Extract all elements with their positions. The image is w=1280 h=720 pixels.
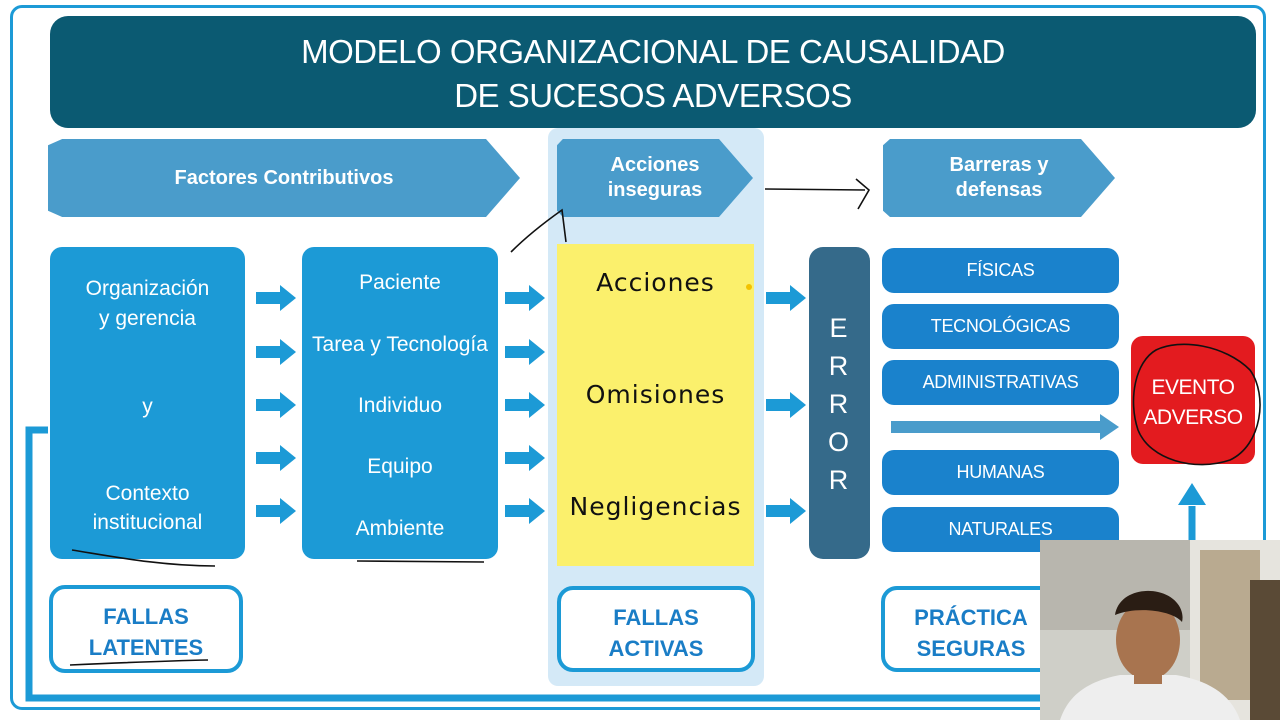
barrier-administrativas: ADMINISTRATIVAS	[882, 360, 1119, 405]
fallas-latentes-line1: FALLAS	[103, 604, 189, 629]
barrier-label: TECNOLÓGICAS	[930, 316, 1071, 336]
arrow-right-icon	[505, 498, 545, 524]
arrow-right-icon	[766, 285, 806, 311]
header-acciones-line2: inseguras	[607, 179, 703, 201]
header-acciones-inseguras: Acciones inseguras	[557, 139, 753, 217]
error-letter: R	[828, 389, 851, 419]
fallas-activas-label: FALLAS ACTIVAS	[557, 586, 755, 672]
arrow-right-icon	[256, 392, 296, 418]
outer-frame	[10, 5, 1266, 710]
page-title: MODELO ORGANIZACIONAL DE CAUSALIDAD DE S…	[50, 16, 1256, 128]
barrier-label: HUMANAS	[956, 462, 1045, 482]
feedback-loop-line	[25, 426, 1196, 702]
fallas-latentes-line2: LATENTES	[88, 635, 204, 660]
evento-line1: EVENTO	[1151, 376, 1235, 399]
barrier-fisicas: FÍSICAS	[882, 248, 1119, 293]
arrow-right-icon	[256, 445, 296, 471]
fallas-activas-line1: FALLAS	[613, 605, 699, 630]
header-barreras-line1: Barreras y	[949, 154, 1049, 176]
error-letter: O	[827, 427, 851, 457]
fallas-activas-line2: ACTIVAS	[608, 636, 704, 661]
error-letter: R	[828, 465, 851, 495]
barrier-label: ADMINISTRATIVAS	[922, 372, 1079, 392]
acciones-box: Acciones Omisiones Negligencias	[557, 244, 754, 566]
organizacion-line2: y gerencia	[99, 307, 196, 330]
practicas-line2: SEGURAS	[916, 636, 1026, 661]
header-acciones-line1: Acciones	[610, 154, 700, 176]
organizacion-line5: institucional	[92, 511, 203, 534]
arrow-right-icon	[505, 285, 545, 311]
error-letter: R	[828, 351, 851, 381]
webcam-overlay	[1040, 540, 1280, 720]
arrow-right-icon	[766, 392, 806, 418]
factor-item: Ambiente	[355, 517, 445, 540]
arrow-right-icon	[256, 498, 296, 524]
arrow-right-icon	[505, 339, 545, 365]
organizacion-box: Organización y gerencia y Contexto insti…	[50, 247, 245, 559]
barrier-label: NATURALES	[948, 519, 1053, 539]
accion-item: Omisiones	[585, 380, 726, 409]
evento-adverso-box: EVENTO ADVERSO	[1131, 336, 1255, 464]
accion-item: Acciones	[596, 268, 715, 297]
error-letter: E	[829, 313, 850, 343]
accion-item: Negligencias	[569, 492, 742, 521]
arrow-right-icon	[505, 445, 545, 471]
factor-item: Tarea y Tecnología	[312, 333, 488, 356]
barrier-label: FÍSICAS	[966, 260, 1035, 280]
handdrawn-annotations	[69, 178, 1261, 666]
factor-item: Paciente	[359, 271, 441, 294]
header-barreras-defensas: Barreras y defensas	[883, 139, 1115, 217]
title-line-1: MODELO ORGANIZACIONAL DE CAUSALIDAD	[301, 33, 1005, 70]
barrier-tecnologicas: TECNOLÓGICAS	[882, 304, 1119, 349]
header-factores-contributivos: Factores Contributivos	[48, 139, 520, 217]
arrow-up-icon	[1178, 483, 1206, 505]
factor-item: Individuo	[357, 394, 443, 417]
factores-box: Paciente Tarea y Tecnología Individuo Eq…	[302, 247, 498, 559]
organizacion-line3: y	[142, 395, 153, 418]
fallas-latentes-label: FALLAS LATENTES	[49, 585, 243, 673]
organizacion-line4: Contexto	[105, 482, 190, 505]
evento-line2: ADVERSO	[1143, 406, 1243, 429]
presenter-video-icon	[1040, 540, 1280, 720]
organizacion-line1: Organización	[85, 277, 210, 300]
arrow-right-icon	[505, 392, 545, 418]
factor-item: Equipo	[367, 455, 433, 478]
title-line-2: DE SUCESOS ADVERSOS	[454, 77, 852, 114]
header-factores-label: Factores Contributivos	[174, 166, 394, 189]
cursor-dot-icon	[746, 284, 752, 290]
arrow-right-icon	[766, 498, 806, 524]
practicas-line1: PRÁCTICA	[914, 605, 1028, 630]
arrow-right-icon	[256, 285, 296, 311]
arrow-right-icon	[256, 339, 296, 365]
arrow-through-barriers-icon	[891, 414, 1119, 440]
header-barreras-line2: defensas	[955, 179, 1043, 201]
error-column: E R R O R	[809, 247, 870, 559]
barrier-humanas: HUMANAS	[882, 450, 1119, 495]
